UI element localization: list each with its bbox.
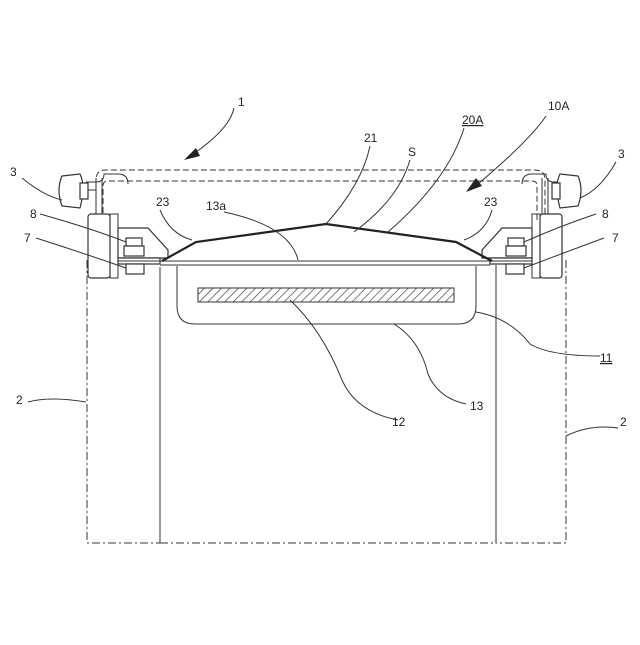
left-box (87, 260, 160, 543)
label-2-left: 2 (16, 393, 23, 407)
label-20A: 20A (462, 113, 483, 127)
label-23-right: 23 (484, 195, 498, 209)
label-3-right: 3 (618, 147, 625, 161)
label-7-left: 7 (24, 231, 31, 245)
inner-walls (160, 268, 496, 543)
right-knob-icon (552, 174, 581, 208)
left-rod (86, 174, 128, 215)
leader-lines (22, 108, 618, 436)
label-1: 1 (238, 95, 245, 109)
label-11: 11 (600, 351, 613, 365)
right-box (496, 260, 566, 543)
right-clamp (482, 214, 562, 278)
label-2-right: 2 (620, 415, 627, 429)
label-S: S (408, 145, 416, 159)
label-8-right: 8 (602, 207, 609, 221)
label-8-left: 8 (30, 207, 37, 221)
left-knob-icon (59, 174, 88, 208)
cover-outline (162, 224, 492, 261)
label-13a: 13a (206, 199, 226, 213)
label-23-left: 23 (156, 195, 170, 209)
label-12: 12 (392, 415, 406, 429)
label-13: 13 (470, 399, 484, 413)
label-3-left: 3 (10, 165, 17, 179)
heater (198, 288, 454, 302)
left-clamp (88, 214, 168, 278)
label-10A: 10A (548, 99, 569, 113)
label-21: 21 (364, 131, 378, 145)
base-plate (118, 261, 532, 265)
label-7-right: 7 (612, 231, 619, 245)
